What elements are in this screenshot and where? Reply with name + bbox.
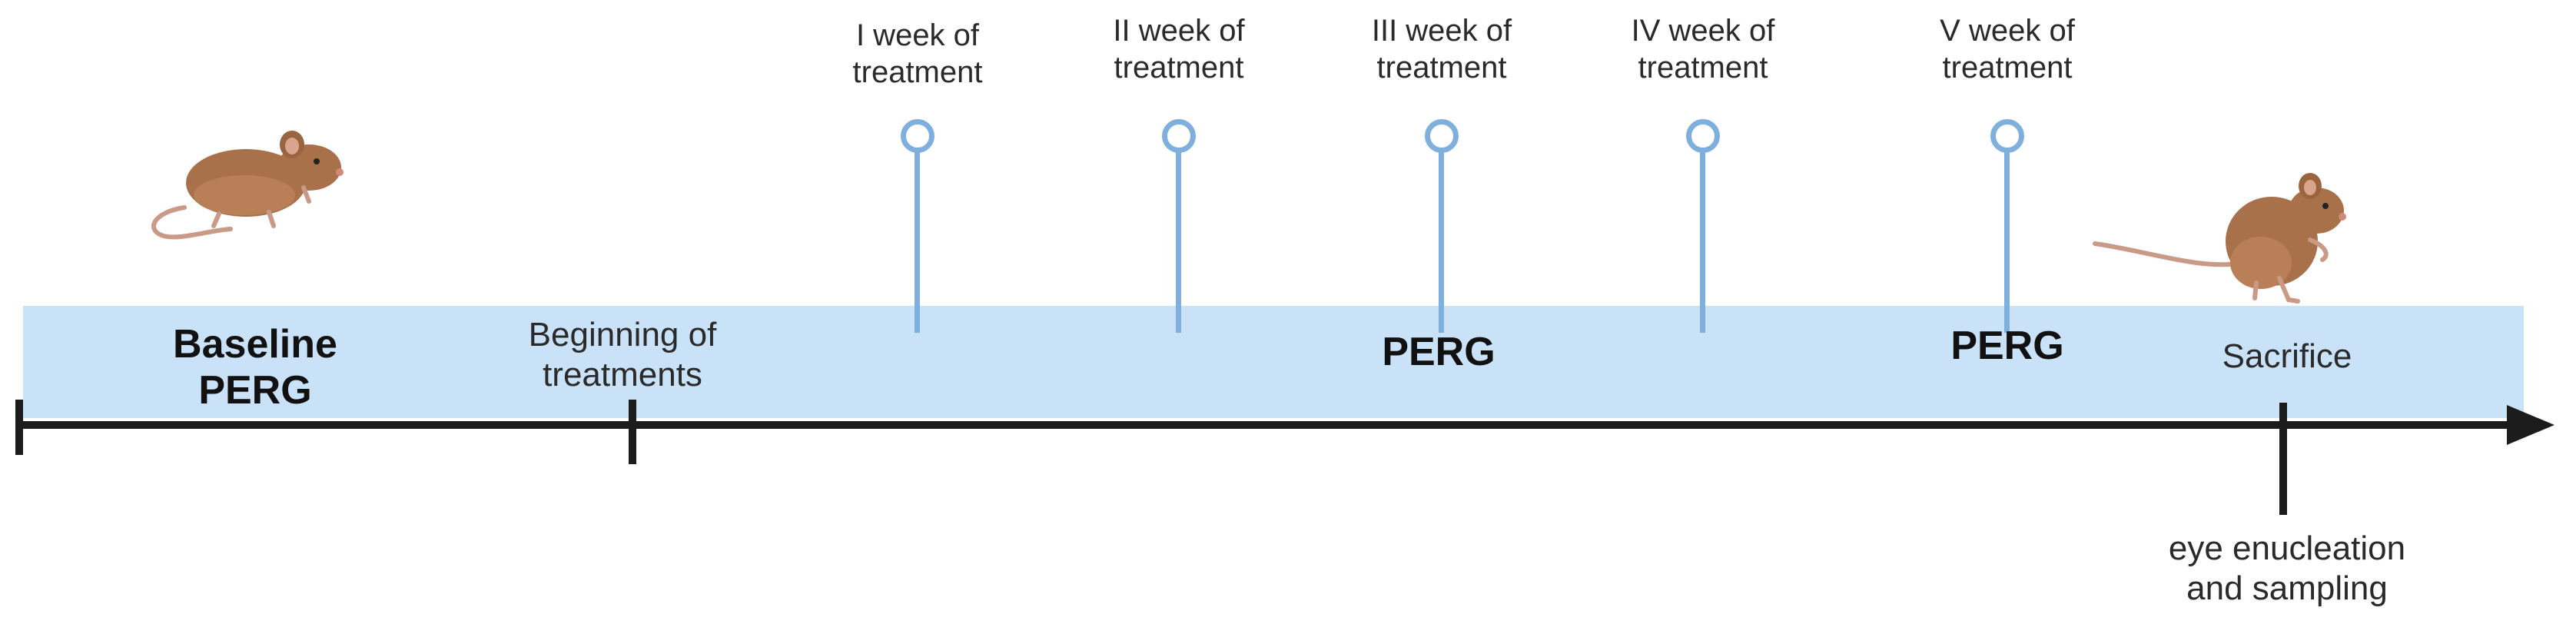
week-1-pin <box>901 119 934 365</box>
tick-sacrifice <box>2279 403 2287 515</box>
tick-treatment-start <box>629 400 636 464</box>
enucleation-sampling-label: eye enucleation and sampling <box>2168 529 2406 607</box>
mouse-sitting-icon <box>2093 173 2346 304</box>
week-5-label: V week of treatment <box>1940 14 2075 85</box>
timeline-axis <box>17 421 2515 429</box>
tick-baseline <box>15 400 23 455</box>
week-2-label: II week of treatment <box>1113 14 1245 85</box>
timeline-band <box>23 306 2524 418</box>
week-2-marker-icon <box>1162 119 1196 153</box>
week-2-pin <box>1162 119 1196 365</box>
week-4-label: IV week of treatment <box>1631 14 1775 85</box>
mouse-standing-icon <box>151 131 344 240</box>
week-1-marker-icon <box>901 119 934 153</box>
week-3-pin <box>1425 119 1459 365</box>
week-3-label: III week of treatment <box>1371 14 1512 85</box>
perg-mid-label: PERG <box>1382 330 1495 374</box>
week-1-label: I week of treatment <box>852 18 983 89</box>
beginning-treatments-label: Beginning of treatments <box>528 316 717 393</box>
week-4-pin <box>1686 119 1720 365</box>
sacrifice-label: Sacrifice <box>2222 337 2352 375</box>
perg-late-label: PERG <box>1950 324 2064 368</box>
week-5-pin <box>1990 119 2024 365</box>
baseline-perg-label: Baseline PERG <box>173 322 337 413</box>
timeline-arrowhead <box>2507 405 2554 445</box>
week-4-marker-icon <box>1686 119 1720 153</box>
week-3-marker-icon <box>1425 119 1459 153</box>
week-5-marker-icon <box>1990 119 2024 153</box>
